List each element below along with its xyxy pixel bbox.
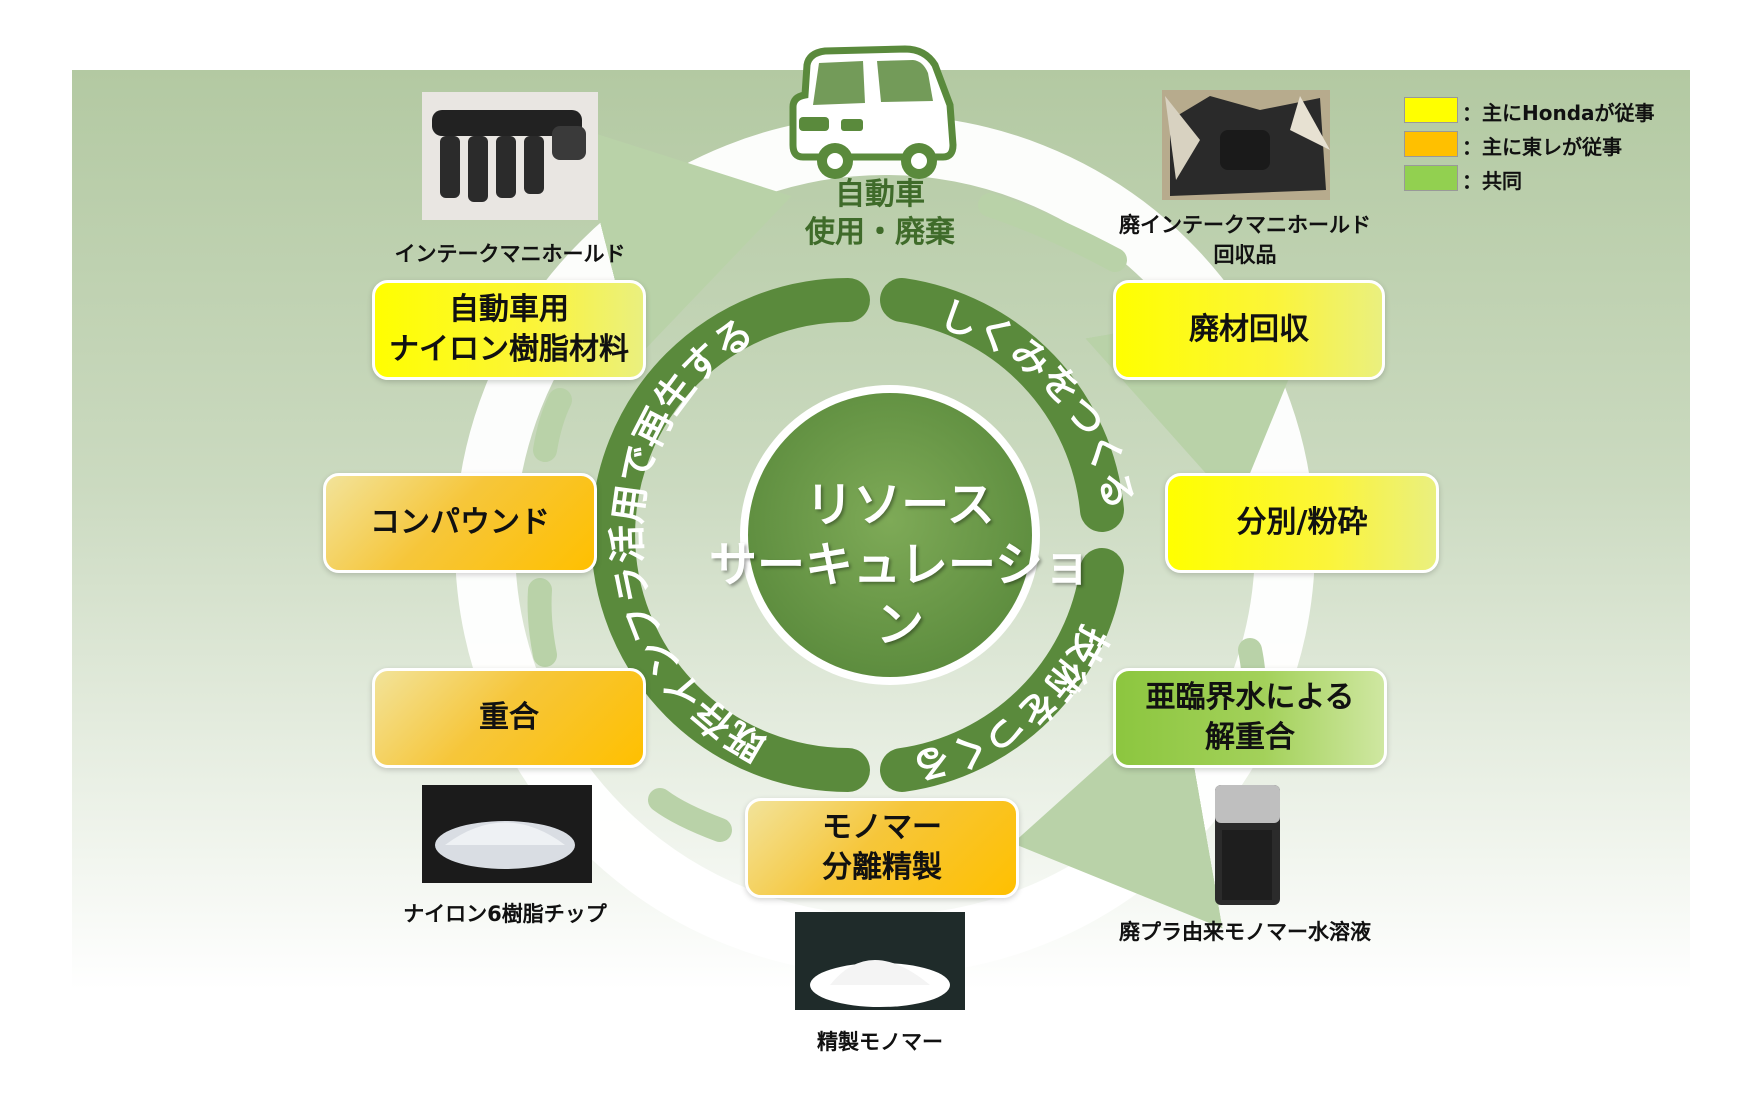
caption-intake-manifold: インテークマニホールド: [394, 242, 626, 266]
arrow-monomer-to-polymer: [648, 788, 732, 842]
car-icon: [789, 45, 957, 179]
step-compound-label: コンパウンド: [370, 505, 550, 540]
photo-intake-manifold: [422, 92, 598, 220]
photo-waste-manifold: [1162, 90, 1330, 200]
step-nylon-label: 自動車用 ナイロン樹脂材料: [389, 292, 629, 367]
legend-swatch-toray: [1404, 131, 1458, 157]
center-title-line2: サーキュレーション: [708, 537, 1092, 653]
center-circle: [748, 393, 1032, 677]
step-sorting-crushing: 分別/粉砕: [1165, 473, 1439, 573]
step-depolymerization-label: 亜臨界水による 解重合: [1145, 680, 1355, 755]
arc-left: [591, 278, 870, 792]
car-use-disposal-label: 自動車 使用・廃棄: [780, 176, 980, 252]
arrow-compound-to-nylon: [533, 388, 572, 462]
arrow-to-car: [575, 127, 792, 360]
legend-swatch-joint: [1404, 165, 1458, 191]
step-nylon-material: 自動車用 ナイロン樹脂材料: [372, 280, 646, 380]
arrow-collection-to-sorting: [1085, 297, 1322, 508]
step-depolymerization: 亜臨界水による 解重合: [1113, 668, 1387, 768]
step-sorting-label: 分別/粉砕: [1236, 505, 1368, 540]
caption-monomer-solution: 廃プラ由来モノマー水溶液: [1119, 920, 1371, 944]
photo-monomer-solution: [1215, 785, 1280, 905]
caption-purified-monomer: 精製モノマー: [817, 1030, 943, 1054]
step-polymerization-label: 重合: [479, 700, 539, 735]
legend-swatch-honda: [1404, 97, 1458, 123]
car-label-line1: 自動車: [835, 177, 925, 212]
step-compound: コンパウンド: [323, 473, 597, 573]
arrow-polymer-to-compound: [527, 578, 557, 667]
center-title: リソース サーキュレーション: [700, 475, 1100, 655]
arrow-depoly-to-monomer: [1012, 691, 1223, 929]
photo-purified-monomer: [795, 912, 965, 1010]
arc-right-top: [880, 278, 1124, 532]
step-monomer-label: モノマー 分離精製: [822, 810, 942, 885]
step-waste-collection-label: 廃材回収: [1189, 312, 1309, 347]
flow-arrows: [527, 127, 1322, 929]
step-polymerization: 重合: [372, 668, 646, 768]
photo-nylon-chips: [422, 785, 592, 883]
arrow-car-to-collection: [978, 193, 1127, 272]
car-label-line2: 使用・廃棄: [805, 215, 955, 250]
caption-waste-manifold: 廃インテークマニホールド 回収品: [1100, 210, 1390, 270]
arc-right-bottom: [880, 548, 1124, 792]
legend-label-toray: ：主に東レが従事: [1462, 135, 1622, 159]
caption-waste-manifold-line2: 回収品: [1213, 243, 1277, 267]
step-waste-collection: 廃材回収: [1113, 280, 1385, 380]
caption-waste-manifold-line1: 廃インテークマニホールド: [1119, 213, 1371, 237]
legend-label-joint: ：共同: [1462, 169, 1522, 193]
inner-ring: [591, 278, 1124, 792]
center-title-line1: リソース: [805, 477, 995, 533]
legend-label-honda: ：主にHondaが従事: [1462, 101, 1655, 125]
step-monomer-separation: モノマー 分離精製: [745, 798, 1019, 898]
caption-nylon-chips: ナイロン6樹脂チップ: [403, 902, 607, 926]
